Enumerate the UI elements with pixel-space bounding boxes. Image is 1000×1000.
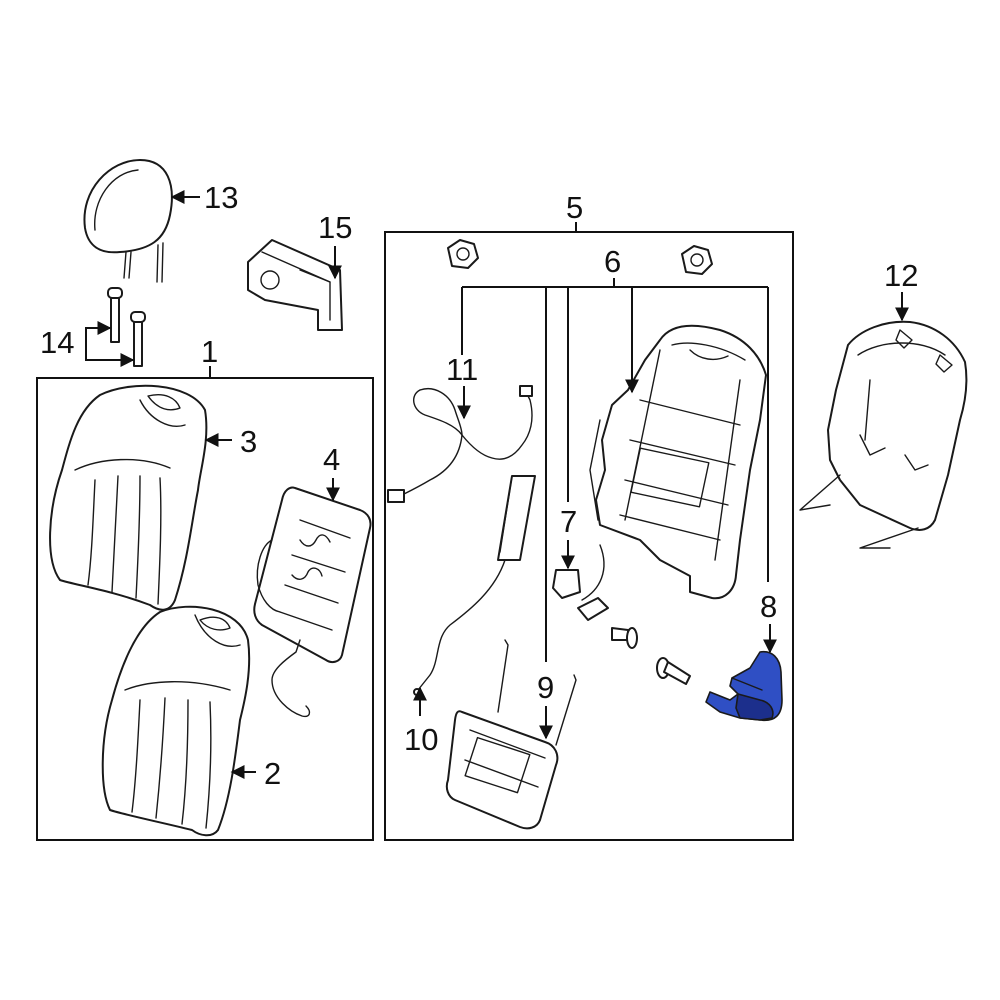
callout-14: 14 [40, 325, 74, 360]
callout-7: 7 [560, 504, 577, 539]
spring-hook[interactable] [271, 639, 311, 718]
callout-12: 12 [884, 258, 918, 293]
callout-2: 2 [264, 756, 281, 791]
wire-harness[interactable] [387, 385, 533, 503]
seat-back-frame[interactable] [589, 324, 767, 600]
pivot-bolt[interactable] [611, 627, 638, 649]
group-box-seat-back-frame [384, 231, 794, 841]
headrest[interactable] [83, 159, 173, 283]
callout-4: 4 [323, 442, 340, 477]
callout-3: 3 [240, 424, 257, 459]
callout-6: 6 [604, 244, 621, 279]
callout-5: 5 [566, 190, 583, 225]
recliner-side-cover[interactable] [705, 650, 783, 722]
mounting-screw[interactable] [656, 657, 691, 685]
hex-nut-right[interactable] [681, 245, 713, 275]
seat-back-cover-lower[interactable] [101, 605, 251, 837]
leader-14b [85, 340, 135, 367]
callout-13: 13 [204, 180, 238, 215]
group-box-seat-back-cover [36, 377, 374, 841]
headrest-guide-right[interactable] [130, 311, 146, 367]
callout-1: 1 [201, 334, 218, 369]
guide-bracket[interactable] [247, 239, 343, 331]
leader-14 [85, 321, 112, 340]
lumbar-adjuster-unit[interactable] [445, 639, 577, 830]
airbag-cable[interactable] [413, 559, 506, 696]
callout-8: 8 [760, 589, 777, 624]
seat-back-cover-upper[interactable] [49, 384, 208, 611]
callout-9: 9 [537, 670, 554, 705]
hex-nut-left[interactable] [447, 239, 479, 269]
callout-11: 11 [446, 352, 478, 387]
callout-10: 10 [404, 722, 438, 757]
callout-15: 15 [318, 210, 352, 245]
seat-back-rear-panel[interactable] [799, 320, 968, 549]
lumbar-support-panel[interactable] [253, 486, 372, 664]
side-airbag-module[interactable] [497, 475, 536, 561]
headrest-guide-left[interactable] [107, 287, 123, 343]
recliner-cover-bracket[interactable] [552, 544, 609, 621]
